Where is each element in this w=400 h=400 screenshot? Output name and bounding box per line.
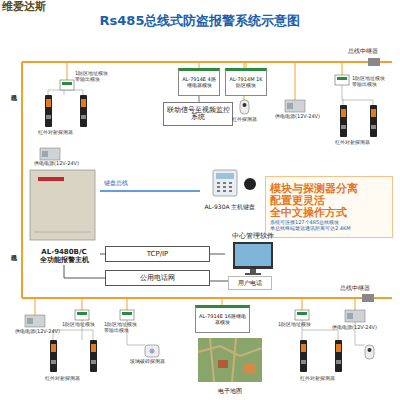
device-label: 供电电源(12V-24V)	[275, 114, 335, 120]
keypad-symbol	[213, 170, 237, 196]
alarm-panel-cabinet	[30, 170, 95, 240]
device-label: 红外对射探测器	[45, 376, 105, 382]
map-image	[198, 338, 262, 382]
device-label: 供电电源(12V-24V)	[15, 329, 75, 335]
detector-wire	[48, 85, 373, 345]
node-text: 公用电话网	[140, 274, 175, 282]
electronic-map: 电子地图	[195, 336, 265, 396]
zone-module: AL-7914M 1K防区模块	[225, 68, 267, 96]
node-text: 模块与探测器分离 配置更灵活 全中文操作方式	[270, 182, 370, 218]
connector-line	[100, 254, 105, 255]
keypad-screen	[216, 173, 234, 179]
panel-trim	[34, 232, 91, 233]
node-text: 用户电话	[238, 280, 262, 287]
linkage-box: 联动信号至视频监控系统	[163, 102, 233, 126]
node-text: AL-7914E 4路继电器模块	[181, 77, 217, 89]
connector-line	[100, 190, 200, 192]
map-building	[218, 360, 228, 368]
address-module-symbol	[335, 75, 349, 85]
device-label: 红外对射探测器	[300, 376, 360, 382]
power-supply-symbol	[285, 100, 305, 112]
top-bus-line	[22, 61, 392, 63]
bottom-bus-line	[22, 297, 392, 299]
device-label: 总线中继器	[348, 48, 398, 54]
node-text: 电子地图	[218, 388, 242, 395]
address-module-symbol	[295, 310, 309, 320]
address-module-symbol	[75, 310, 89, 320]
pir-detector-symbol	[365, 345, 374, 359]
beam-detector-symbol	[50, 340, 57, 372]
drop-wire	[67, 62, 342, 100]
user-phone: 用户电话	[228, 276, 272, 290]
device-label: 供电电源(12V-24V)	[332, 325, 394, 331]
node-text: AL-7914M 1K防区模块	[228, 77, 264, 89]
keypad: AL-930A 主机键盘	[200, 168, 260, 212]
device-label: 供电电源(12V-24V)	[34, 161, 94, 167]
connector-line	[64, 265, 105, 278]
network-box: 公用电话网	[105, 270, 210, 286]
node-text: AL-9480B/C 全功能报警主机	[30, 248, 98, 264]
power-supply-symbol	[40, 148, 60, 160]
monitor-symbol	[233, 242, 273, 269]
device-label: 1防区地址模块 带输出模块	[104, 322, 150, 334]
device-label: 1防区地址模块 带输出模块	[352, 76, 398, 88]
device-label: 总线中继器	[340, 285, 390, 291]
power-supply-symbol	[25, 315, 45, 327]
beam-detector-symbol	[370, 105, 377, 137]
connector-line	[210, 281, 228, 282]
node-subtext: 系统可连接127个485总线模块 单总线终端最远通讯距离可达2.4KM	[270, 220, 388, 232]
beam-detector-symbol	[300, 340, 307, 372]
beam-detector-symbol	[80, 95, 87, 127]
left-bus-line	[21, 62, 23, 298]
device-label: 红外对射探测器	[335, 140, 395, 146]
device-label: 1防区地址模块	[278, 322, 326, 328]
connector-line	[210, 254, 225, 255]
panel-logo	[38, 177, 64, 181]
glass-break-symbol	[145, 345, 159, 357]
beam-detector-symbol	[340, 105, 347, 137]
power-supply-symbol	[345, 310, 365, 322]
monitor-stand	[250, 269, 256, 273]
beam-detector-symbol	[335, 340, 342, 372]
feature-callout: 模块与探测器分离 配置更灵活 全中文操作方式系统可连接127个485总线模块 单…	[265, 176, 393, 238]
siren-symbol	[244, 178, 256, 190]
node-text: AL-7914E 16路继电器模块	[198, 314, 247, 326]
address-module-symbol	[60, 80, 74, 90]
node-text: TCP/IP	[147, 250, 169, 258]
device-label: 键盘总线	[104, 180, 144, 186]
alarm-panel: AL-9480B/C 全功能报警主机	[28, 170, 100, 265]
keypad-keys	[217, 183, 232, 191]
node-text: AL-930A 主机键盘	[205, 204, 256, 211]
monitor-base	[245, 273, 261, 275]
map-roads	[198, 338, 262, 382]
repeater-symbol	[368, 58, 380, 66]
device-label: 红外探测器	[232, 117, 272, 123]
monitor-screen	[235, 244, 271, 266]
address-module-symbol	[120, 310, 134, 320]
relay-module: AL-7914E 4路继电器模块	[178, 68, 220, 96]
device-label: 玻璃破碎探测器	[130, 359, 190, 365]
relay-module: AL-7914E 16路继电器模块	[195, 305, 250, 333]
brand-mark: 维爱达斯	[2, 1, 82, 14]
device-label: 红外对射探测器	[38, 130, 98, 136]
pir-detector-symbol	[240, 100, 249, 114]
device-label: 1防区地址模块 带输出模块	[75, 71, 125, 83]
network-box: TCP/IP	[105, 246, 210, 262]
beam-detector-symbol	[90, 340, 97, 372]
beam-detector-symbol	[45, 95, 52, 127]
connector-line	[199, 96, 200, 102]
diagram-title: Rs485总线式防盗报警系统示意图	[0, 12, 400, 30]
node-text: 联动信号至视频监控系统	[166, 107, 230, 122]
repeater-symbol	[362, 294, 374, 302]
map-building	[244, 364, 256, 374]
node-text: 中心管理软件	[232, 233, 274, 240]
management-software: 中心管理软件	[225, 232, 280, 280]
